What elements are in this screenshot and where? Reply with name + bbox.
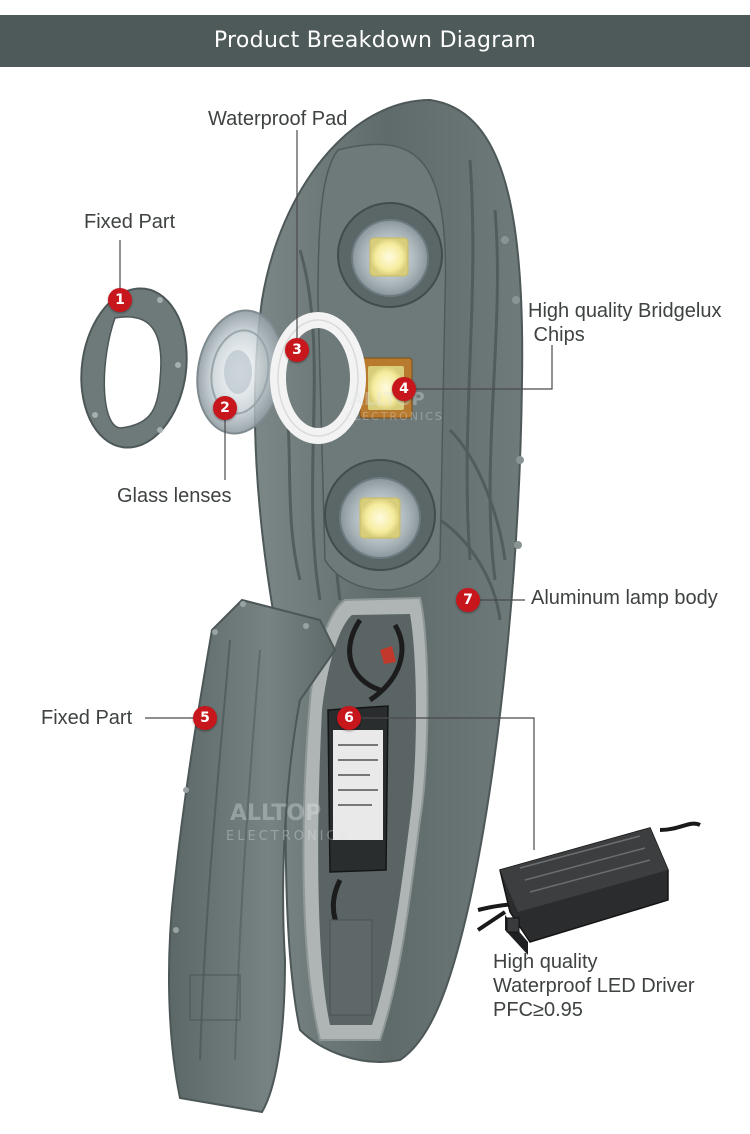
badge-part-5: 5 (193, 706, 217, 730)
badge-part-3: 3 (285, 338, 309, 362)
badge-part-4: 4 (392, 377, 416, 401)
label-part-3: Waterproof Pad (208, 108, 348, 130)
label-part-7: Aluminum lamp body (531, 587, 718, 609)
svg-text:ELECTRONICS: ELECTRONICS (345, 410, 444, 423)
fixed-ring (80, 287, 188, 449)
label-part-6-line-1: High quality (493, 951, 598, 973)
header-bar: Product Breakdown Diagram (0, 15, 750, 67)
badge-part-2: 2 (213, 396, 237, 420)
label-part-6-line-3: PFC≥0.95 (493, 999, 583, 1021)
label-part-5: Fixed Part (41, 707, 133, 729)
leader-lines (119, 130, 553, 850)
label-part-1: Fixed Part (84, 211, 176, 233)
label-part-2: Glass lenses (117, 485, 232, 507)
waterproof-pad (270, 312, 366, 444)
svg-text:ELECTRONICS: ELECTRONICS (226, 829, 350, 844)
label-part-6-line-2: Waterproof LED Driver (493, 975, 695, 997)
label-part-4-line-2: Chips (528, 324, 585, 346)
external-led-driver (476, 821, 701, 955)
aluminum-lamp-body (253, 98, 524, 1063)
page-title: Product Breakdown Diagram (213, 28, 537, 53)
svg-text:ALLTOP: ALLTOP (230, 801, 321, 826)
badge-part-6: 6 (337, 706, 361, 730)
badge-part-7: 7 (456, 588, 480, 612)
label-part-4-line-1: High quality Bridgelux (528, 300, 722, 322)
badge-part-1: 1 (108, 288, 132, 312)
